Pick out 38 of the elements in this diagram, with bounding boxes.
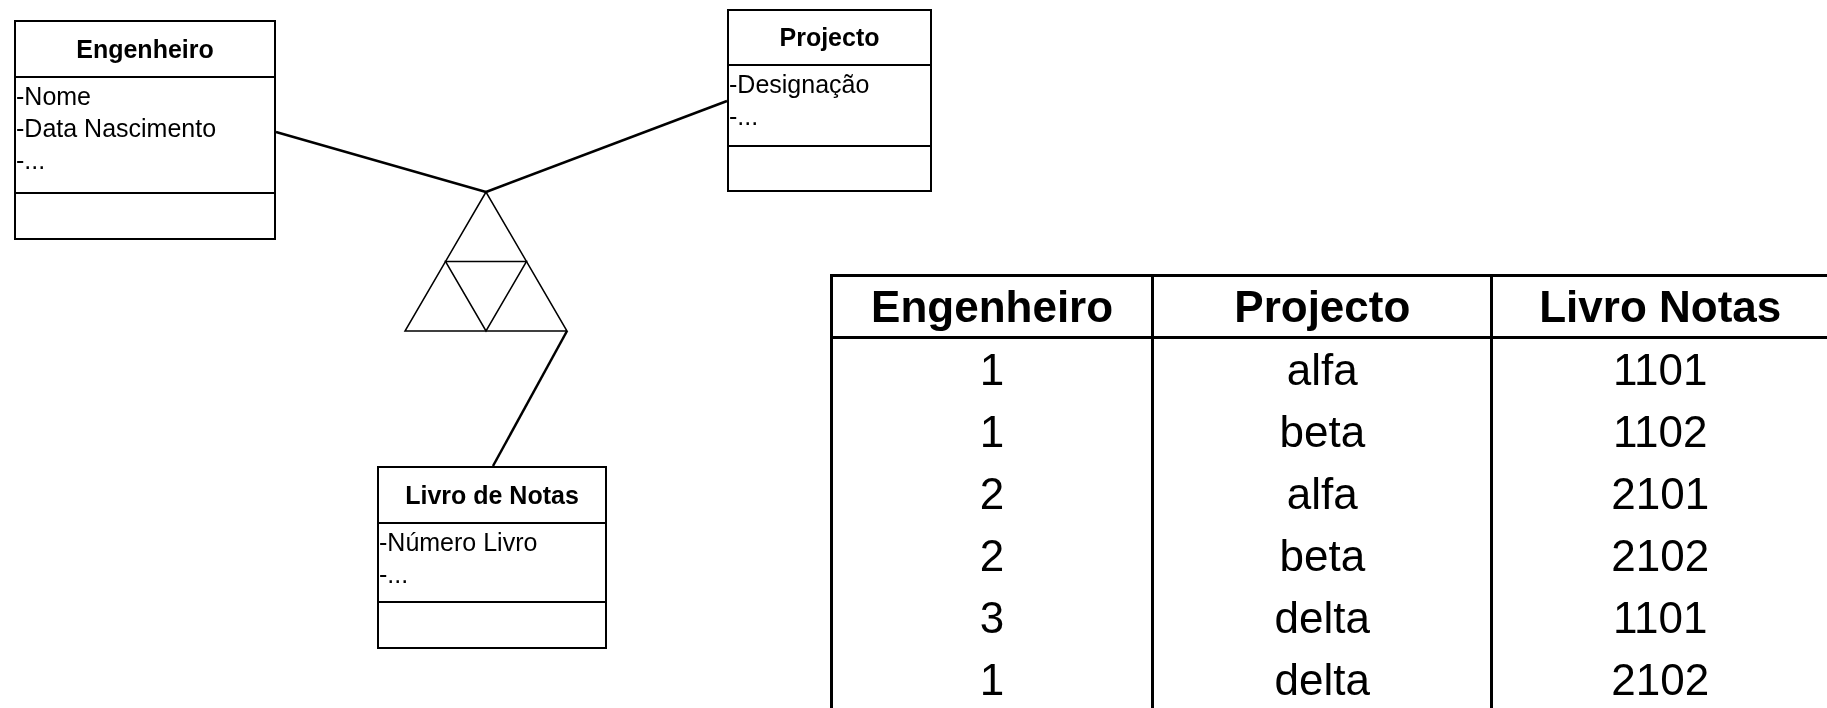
column-header: Engenheiro — [831, 275, 1153, 338]
attribute-text: -Data Nascimento — [16, 113, 218, 144]
table-value: beta — [1152, 401, 1492, 463]
table-value: delta — [1152, 649, 1492, 708]
class-box — [14, 20, 276, 240]
table-value: delta — [1152, 587, 1492, 649]
table-value: 1 — [831, 649, 1153, 708]
ternary-association-triangle — [405, 192, 567, 331]
table-value: 1101 — [1491, 587, 1827, 649]
table-value: 1 — [831, 337, 1153, 401]
table-value: 2101 — [1491, 463, 1827, 525]
class-name: Livro de Notas — [405, 480, 579, 510]
table-value: beta — [1152, 525, 1492, 587]
table-value: 3 — [831, 587, 1153, 649]
association-line — [275, 130, 487, 194]
attribute-text: -Nome — [16, 81, 92, 112]
class-box — [727, 9, 932, 192]
attribute-text: -Número Livro — [379, 527, 539, 558]
association-line — [491, 330, 569, 467]
table-value: 2 — [831, 525, 1153, 587]
association-line — [485, 99, 728, 194]
table-value: 2 — [831, 463, 1153, 525]
attribute-text: -... — [729, 101, 760, 132]
table-value: 1 — [831, 401, 1153, 463]
table-value: 1102 — [1491, 401, 1827, 463]
class-box — [377, 466, 607, 649]
class-name: Engenheiro — [76, 34, 214, 64]
table-value: alfa — [1152, 337, 1492, 401]
table-value: alfa — [1152, 463, 1492, 525]
column-header: Projecto — [1152, 275, 1492, 338]
table-value: 2102 — [1491, 649, 1827, 708]
table-value: 2102 — [1491, 525, 1827, 587]
attribute-text: -... — [379, 559, 410, 590]
attribute-text: -Designação — [729, 69, 871, 100]
column-header: Livro Notas — [1491, 275, 1827, 338]
attribute-text: -... — [16, 145, 47, 176]
table-value: 1101 — [1491, 337, 1827, 401]
class-name: Projecto — [779, 23, 880, 52]
